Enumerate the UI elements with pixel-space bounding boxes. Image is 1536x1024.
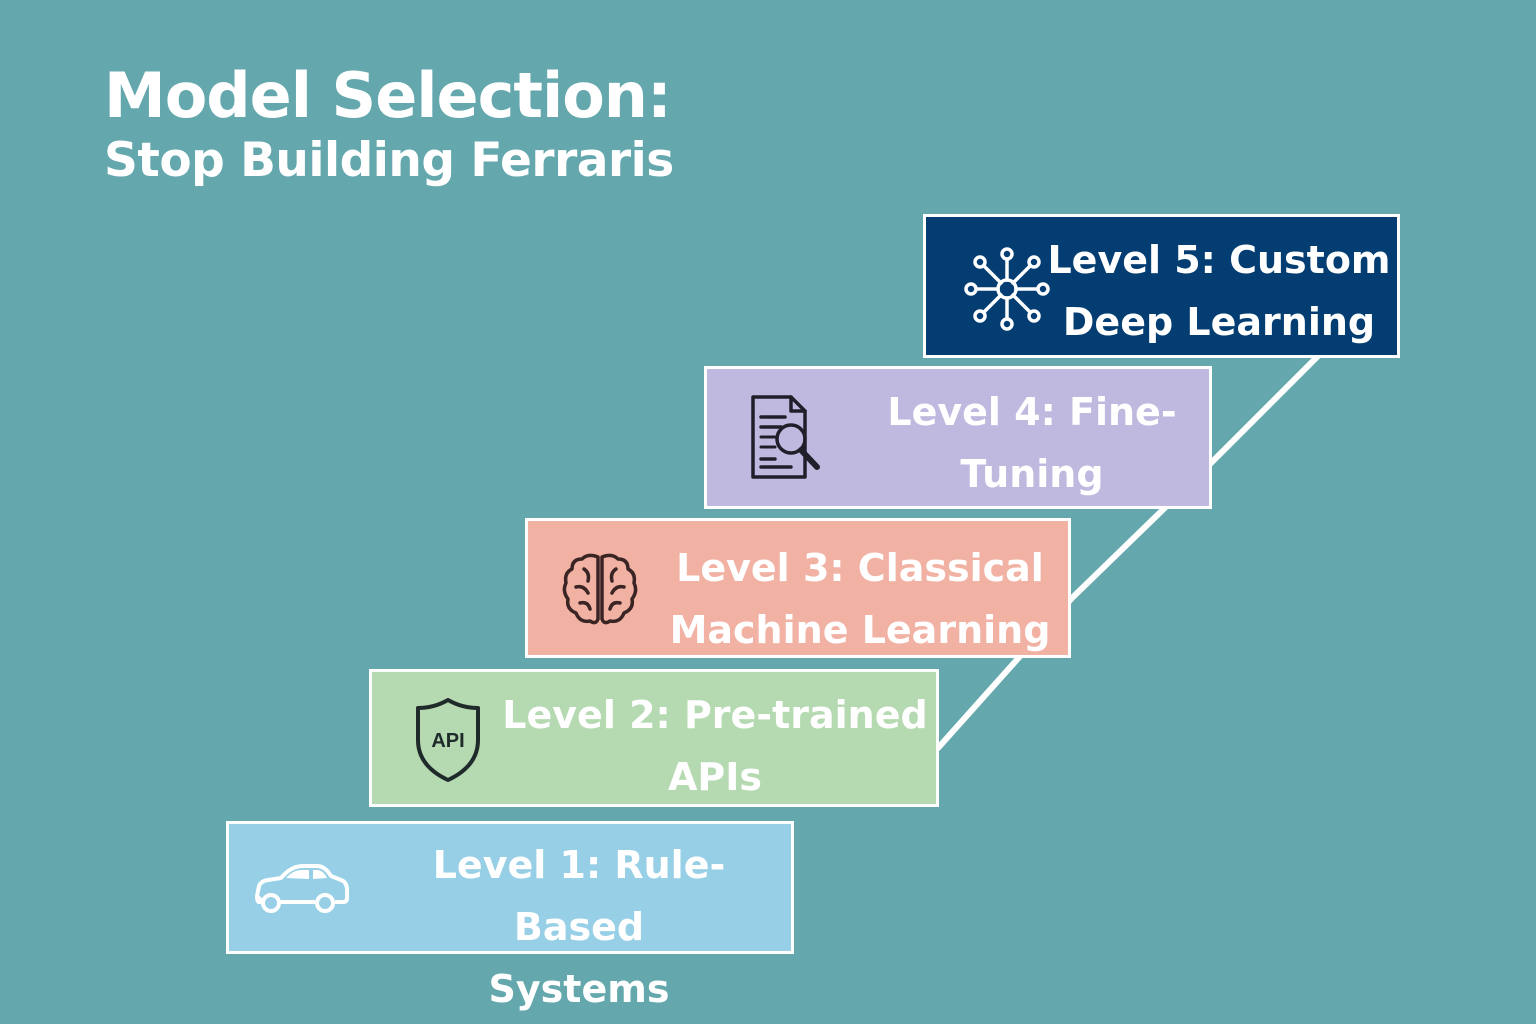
page-title: Model Selection: xyxy=(104,59,672,132)
level-3-label: Level 3: Classical Machine Learning xyxy=(669,546,1051,652)
level-5-step: Level 5: Custom Deep Learning xyxy=(923,214,1400,358)
page-subtitle: Stop Building Ferraris xyxy=(104,133,674,188)
level-4-label: Level 4: Fine- Tuning xyxy=(887,390,1177,496)
level-1-step: Level 1: Rule-Based Systems xyxy=(226,821,794,1011)
level-1-label: Level 1: Rule-Based Systems xyxy=(432,843,726,1011)
car-icon xyxy=(251,854,351,924)
neural-network-icon xyxy=(962,241,1052,331)
level-2-step: API Level 2: Pre-trained APIs xyxy=(369,669,939,807)
svg-text:API: API xyxy=(431,730,464,752)
title-block: Model Selection: Stop Building Ferraris xyxy=(104,60,674,190)
brain-icon xyxy=(558,547,642,631)
level-4-step: Level 4: Fine- Tuning xyxy=(704,366,1212,509)
document-search-icon xyxy=(745,393,829,483)
level-5-label: Level 5: Custom Deep Learning xyxy=(1047,238,1391,344)
api-shield-icon: API xyxy=(412,696,484,786)
level-3-step: Level 3: Classical Machine Learning xyxy=(525,518,1071,658)
level-2-label: Level 2: Pre-trained APIs xyxy=(502,693,928,799)
